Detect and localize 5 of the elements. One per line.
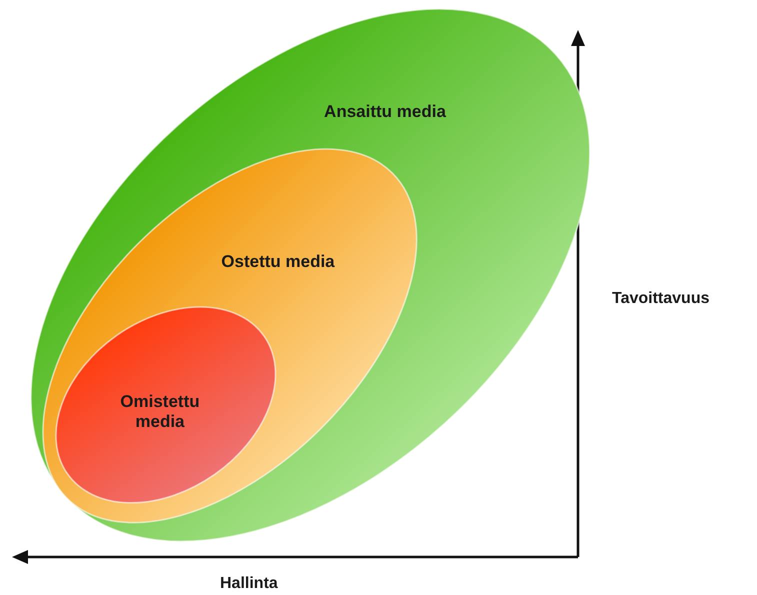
axis-label: Hallinta [220, 575, 278, 593]
region-label: Ostettu media [220, 252, 336, 272]
axis-label: Tavoittavuus [612, 290, 710, 308]
region-label: Ansaittu media [323, 102, 447, 122]
region-label: Omistettu media [119, 392, 201, 432]
